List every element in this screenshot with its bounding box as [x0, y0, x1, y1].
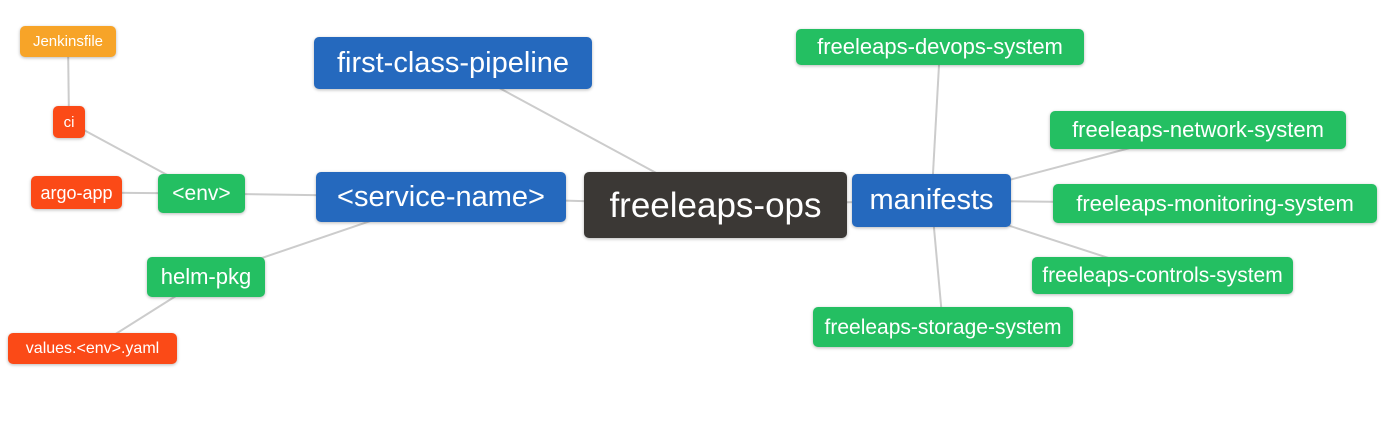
node-jenkinsfile[interactable]: Jenkinsfile — [20, 26, 116, 57]
node-freeleaps-monitoring-system[interactable]: freeleaps-monitoring-system — [1053, 184, 1377, 223]
node-freeleaps-ops[interactable]: freeleaps-ops — [584, 172, 847, 238]
node-helm-pkg[interactable]: helm-pkg — [147, 257, 265, 297]
node-first-class-pipeline[interactable]: first-class-pipeline — [314, 37, 592, 89]
node-argo-app[interactable]: argo-app — [31, 176, 122, 209]
node-manifests[interactable]: manifests — [852, 174, 1011, 227]
node-values-env-yaml[interactable]: values.<env>.yaml — [8, 333, 177, 364]
node-env[interactable]: <env> — [158, 174, 245, 213]
node-freeleaps-controls-system[interactable]: freeleaps-controls-system — [1032, 257, 1293, 294]
node-freeleaps-storage-system[interactable]: freeleaps-storage-system — [813, 307, 1073, 347]
node-freeleaps-devops-system[interactable]: freeleaps-devops-system — [796, 29, 1084, 65]
node-ci[interactable]: ci — [53, 106, 85, 138]
node-service-name[interactable]: <service-name> — [316, 172, 566, 222]
node-freeleaps-network-system[interactable]: freeleaps-network-system — [1050, 111, 1346, 149]
